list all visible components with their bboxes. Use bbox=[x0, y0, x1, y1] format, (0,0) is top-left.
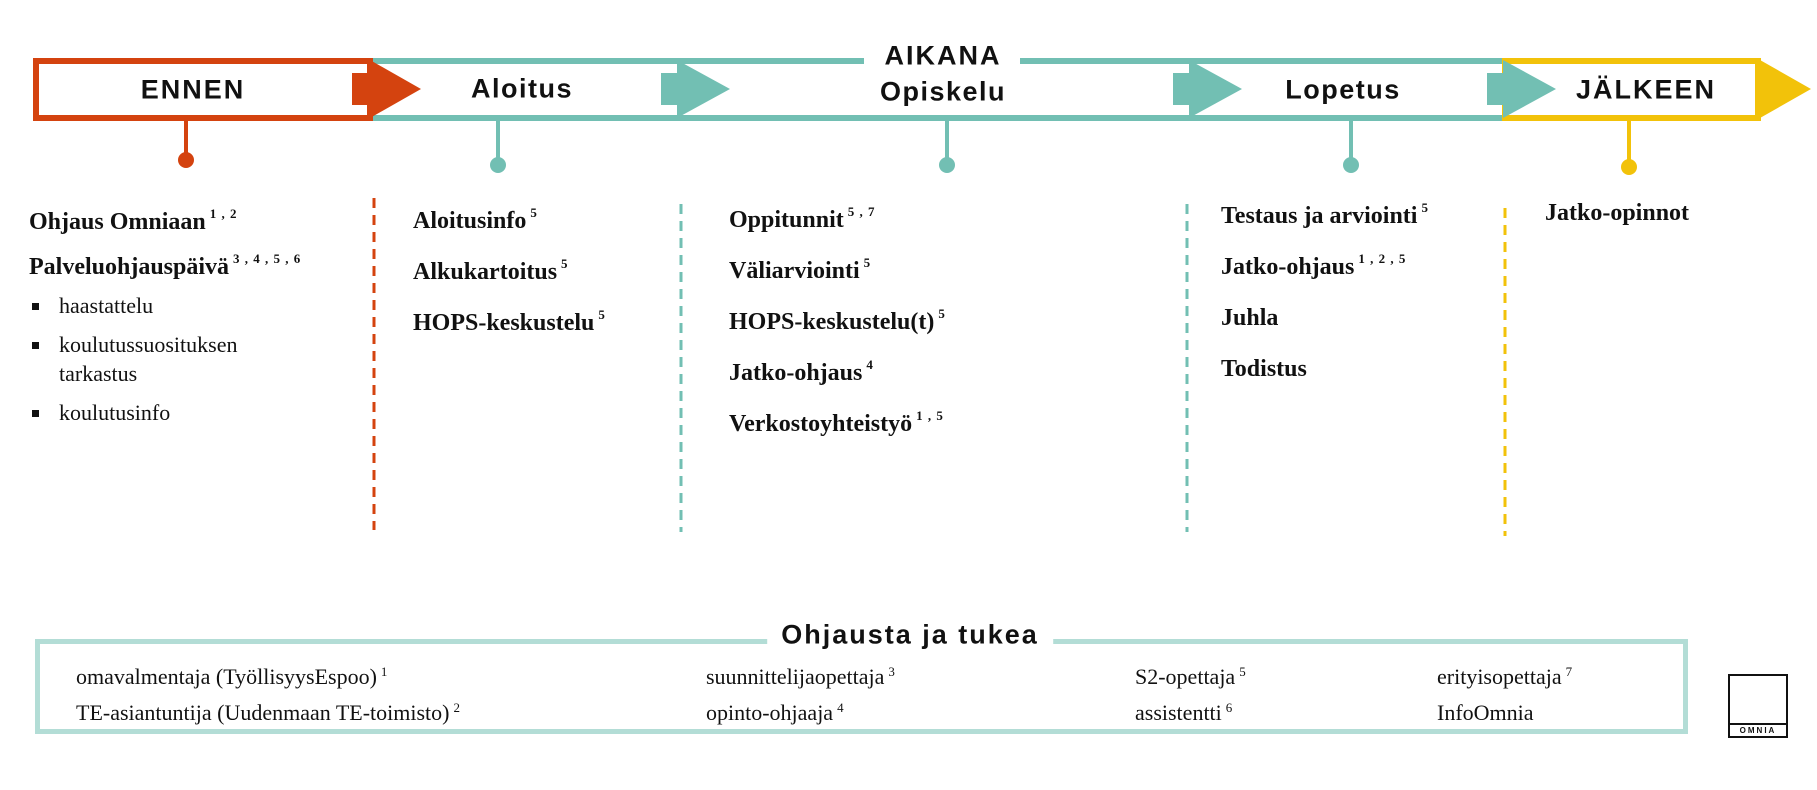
start-arrow bbox=[661, 60, 730, 118]
after-item: Jatko-opinnot bbox=[1545, 200, 1690, 226]
end-arrow bbox=[1487, 60, 1556, 118]
during-band bbox=[367, 58, 1508, 121]
support-role: TE-asiantuntija (Uudenmaan TE-toimisto)2 bbox=[76, 700, 461, 725]
column-dividers bbox=[372, 198, 1507, 536]
study-arrow bbox=[1173, 60, 1242, 118]
phase-during-label: AIKANA bbox=[884, 40, 1002, 71]
phase-before-label: ENNEN bbox=[140, 74, 246, 105]
before-pin bbox=[178, 152, 194, 168]
end-item: Juhla bbox=[1221, 305, 1279, 331]
column-after: Jatko-opinnot bbox=[1545, 198, 1693, 225]
timeline-graphic bbox=[33, 58, 1811, 175]
end-item: Todistus bbox=[1221, 356, 1307, 382]
end-pin bbox=[1343, 157, 1359, 173]
support-title: Ohjausta ja tukea bbox=[767, 619, 1053, 651]
omnia-logo: OMNIA bbox=[1728, 674, 1788, 738]
phase-end-label: Lopetus bbox=[1285, 74, 1401, 105]
phase-after-label: JÄLKEEN bbox=[1575, 74, 1717, 105]
study-item: HOPS-keskustelu(t)5 bbox=[729, 306, 946, 335]
bullet-item: koulutusinfo bbox=[29, 398, 369, 427]
before-arrow bbox=[352, 60, 421, 118]
before-bullet-list: haastattelu koulutussuosituksen tarkastu… bbox=[29, 291, 369, 427]
logo-text: OMNIA bbox=[1739, 726, 1777, 735]
phase-start-label: Aloitus bbox=[471, 73, 573, 104]
phase-study-label: Opiskelu bbox=[879, 76, 1007, 107]
bullet-item: haastattelu bbox=[29, 291, 369, 320]
start-pin bbox=[490, 157, 506, 173]
support-role: omavalmentaja (TyöllisyysEspoo)1 bbox=[76, 664, 389, 689]
after-pin bbox=[1621, 159, 1637, 175]
after-arrow bbox=[1758, 60, 1811, 118]
study-pin bbox=[939, 157, 955, 173]
support-role: InfoOmnia bbox=[1437, 700, 1534, 725]
bullet-item: koulutussuosituksen tarkastus bbox=[29, 330, 299, 388]
